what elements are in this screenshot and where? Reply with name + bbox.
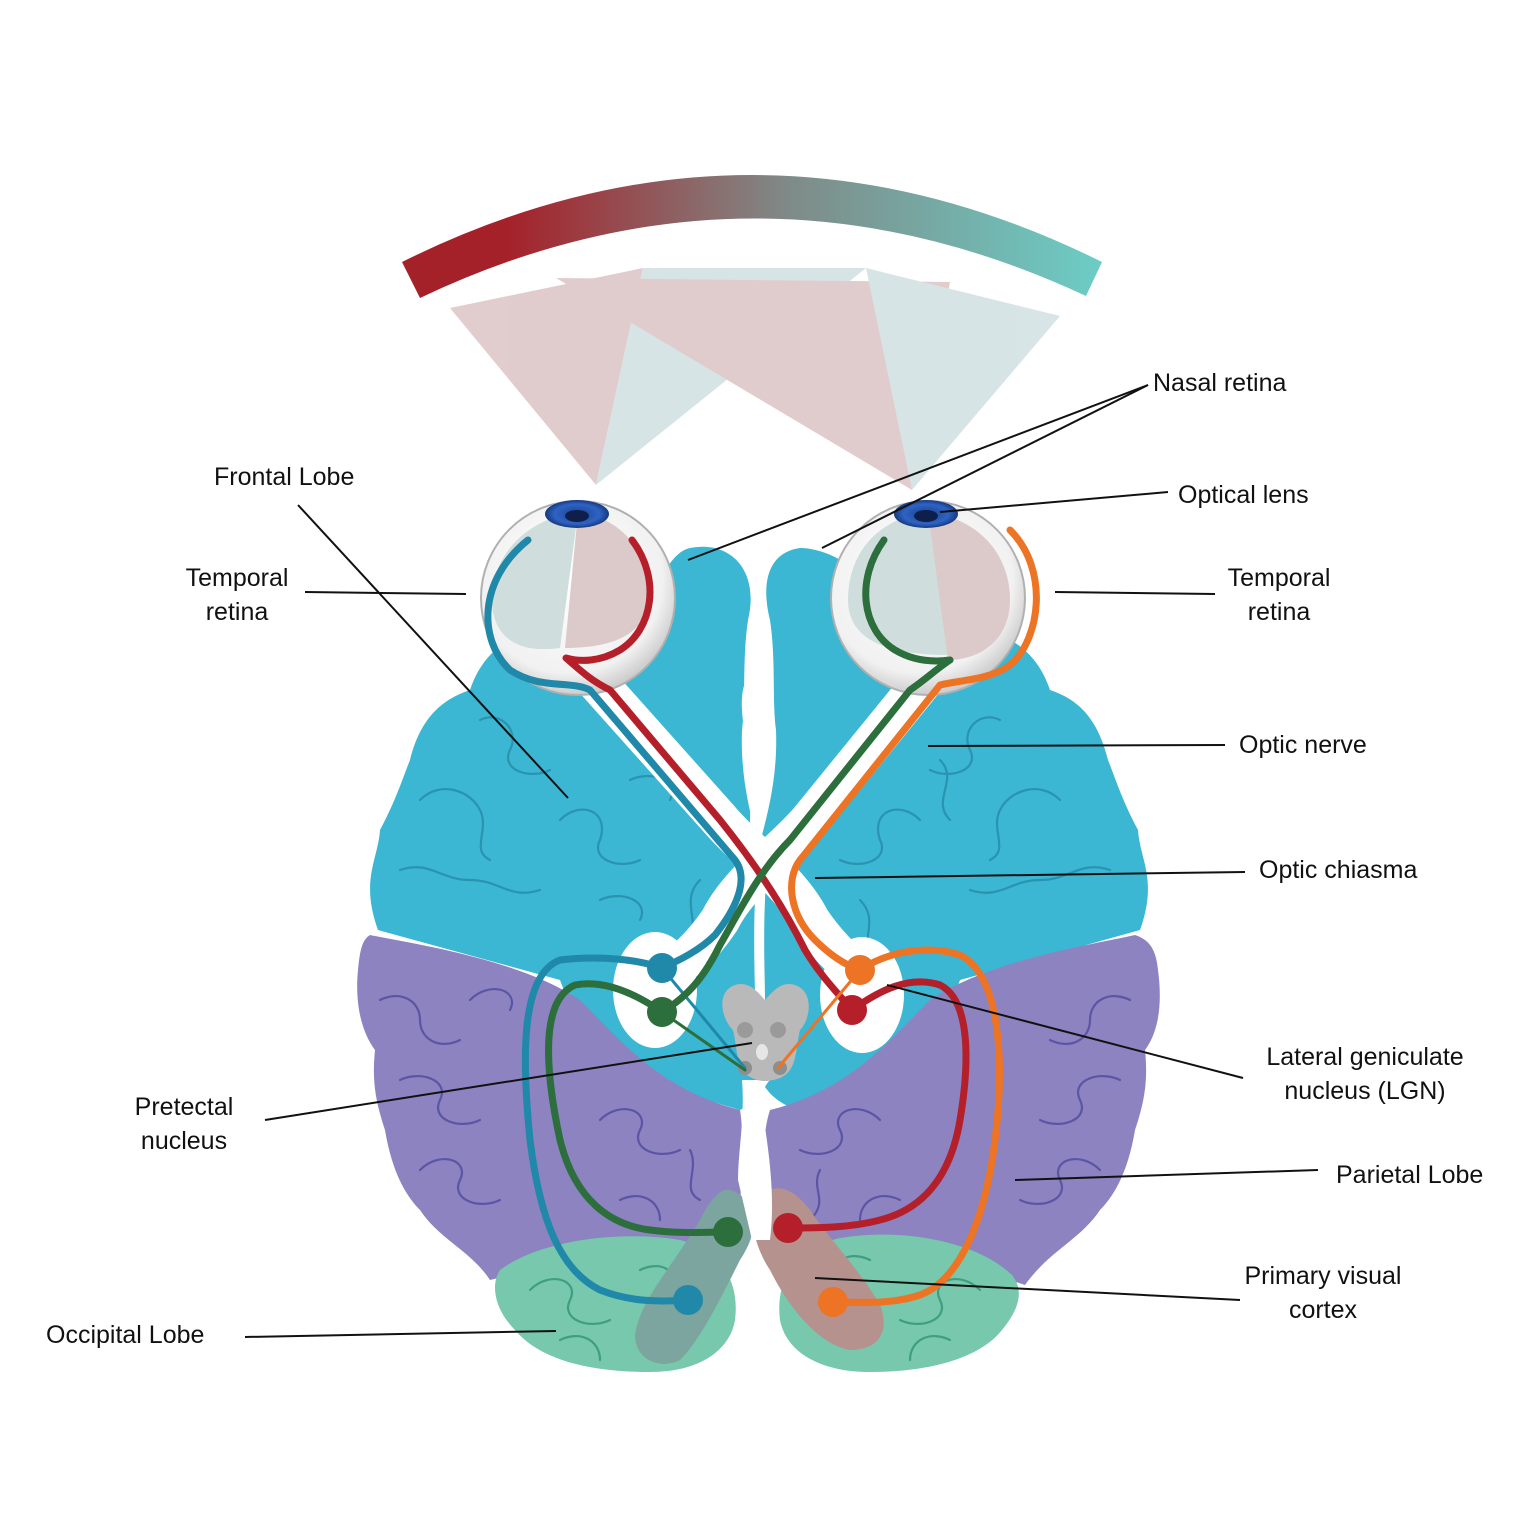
label-temporal-retina-left: Temporal retina [186,561,289,629]
label-lgn-line1: Lateral geniculate [1266,1043,1464,1071]
label-pvc-line1: Primary visual [1244,1262,1402,1290]
left-lgn-blue-dot [647,953,677,983]
label-pretectal-nucleus: Pretectal nucleus [135,1090,234,1158]
leader-lines [244,384,1319,1338]
label-primary-visual-cortex: Primary visual cortex [1245,1259,1402,1327]
visual-field-cones [450,268,1060,490]
left-cortex-blue-dot [673,1285,703,1315]
label-temporal-retina-left-line1: Temporal [185,564,289,592]
label-lgn-line2: nucleus (LGN) [1284,1077,1446,1105]
label-nasal-retina: Nasal retina [1153,369,1287,397]
right-cortex-red-dot [773,1213,803,1243]
label-optic-nerve: Optic nerve [1239,731,1367,759]
label-optic-chiasma: Optic chiasma [1259,856,1418,884]
right-cortex-orange-dot [818,1287,848,1317]
label-pvc-line2: cortex [1288,1296,1358,1324]
label-pretectal-line2: nucleus [140,1127,228,1155]
visual-pathways [484,526,1040,1306]
visual-field-arc [402,175,1102,298]
label-lgn: Lateral geniculate nucleus (LGN) [1266,1040,1463,1108]
brainstem [738,1080,773,1240]
label-pretectal-line1: Pretectal [134,1093,234,1121]
right-lgn-orange-dot [845,955,875,985]
label-temporal-retina-left-line2: retina [205,598,269,626]
label-temporal-retina-right-line1: Temporal [1227,564,1331,592]
label-temporal-retina-right-line2: retina [1247,598,1311,626]
blue-pathway [484,536,745,1305]
longitudinal-fissure [741,574,766,1001]
right-lgn-red-dot [837,995,867,1025]
left-lgn-green-dot [647,997,677,1027]
label-parietal-lobe: Parietal Lobe [1336,1161,1484,1189]
orange-pathway [788,526,1040,1306]
label-occipital-lobe: Occipital Lobe [46,1321,205,1349]
label-frontal-lobe: Frontal Lobe [214,463,355,491]
nuclei-dots [647,953,875,1317]
label-temporal-retina-right: Temporal retina [1228,561,1331,629]
label-optical-lens: Optical lens [1178,481,1309,509]
left-cortex-green-dot [713,1217,743,1247]
green-pathway [545,536,954,1236]
